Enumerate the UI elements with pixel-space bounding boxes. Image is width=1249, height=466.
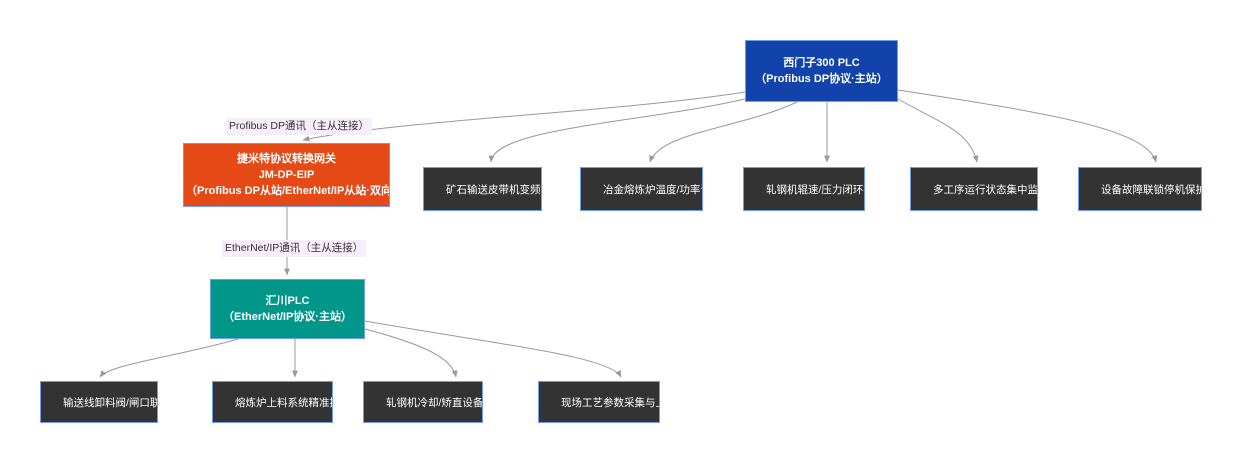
dp-device-label: 冶金熔炼炉温度/功率调节 <box>603 183 702 196</box>
node-inovance-subtitle: （EtherNet/IP协议·主站） <box>223 311 352 323</box>
node-gateway: 捷米特协议转换网关 JM-DP-EIP （Profibus DP从站/Ether… <box>183 143 390 207</box>
node-eip-device: 输送线卸料阀/闸口联动 <box>40 381 158 423</box>
edge-siemens-to-dp-device-1 <box>488 98 746 163</box>
node-dp-device: 多工序运行状态集中监控 <box>910 167 1038 211</box>
node-siemens-plc: 西门子300 PLC （Profibus DP协议·主站） <box>745 40 898 102</box>
node-eip-device: 现场工艺参数采集与上传 <box>538 381 660 423</box>
node-dp-device: 矿石输送皮带机变频控制 <box>423 167 542 211</box>
dp-device-label: 设备故障联锁停机保护 <box>1101 183 1202 196</box>
node-dp-device: 设备故障联锁停机保护 <box>1078 167 1202 211</box>
dp-device-label: 轧钢机辊速/压力闭环控制 <box>766 183 864 196</box>
node-inovance-plc: 汇川PLC （EtherNet/IP协议·主站） <box>210 279 365 339</box>
edge-inovance-to-eip-device-4 <box>364 320 622 378</box>
node-gateway-model: JM-DP-EIP <box>258 169 315 181</box>
eip-device-label: 轧钢机冷却/矫直设备驱动 <box>386 396 483 409</box>
edge-inovance-to-eip-device-3 <box>364 328 458 378</box>
node-inovance-title: 汇川PLC <box>265 295 310 307</box>
node-dp-device: 冶金熔炼炉温度/功率调节 <box>580 167 703 211</box>
node-siemens-subtitle: （Profibus DP协议·主站） <box>755 73 888 85</box>
node-eip-device: 轧钢机冷却/矫直设备驱动 <box>363 381 483 423</box>
dp-device-label: 多工序运行状态集中监控 <box>933 183 1038 196</box>
edge-siemens-to-dp-device-4 <box>897 98 979 163</box>
eip-device-label: 现场工艺参数采集与上传 <box>561 396 659 409</box>
edge-inovance-to-eip-device-1 <box>99 338 239 378</box>
edge-siemens-to-dp-device-2 <box>649 101 798 163</box>
node-dp-device: 轧钢机辊速/压力闭环控制 <box>743 167 865 211</box>
edge-label-ethernet: EtherNet/IP通讯（主从连接） <box>222 240 367 257</box>
edge-label-profibus: Profibus DP通讯（主从连接） <box>226 118 373 135</box>
node-siemens-title: 西门子300 PLC <box>783 57 860 69</box>
node-gateway-subtitle: （Profibus DP从站/EtherNet/IP从站·双向透传） <box>186 185 390 197</box>
edge-siemens-to-dp-device-5 <box>897 89 1158 163</box>
eip-device-label: 熔炼炉上料系统精准控制 <box>235 396 332 409</box>
dp-device-label: 矿石输送皮带机变频控制 <box>446 183 541 196</box>
node-eip-device: 熔炼炉上料系统精准控制 <box>212 381 333 423</box>
eip-device-label: 输送线卸料阀/闸口联动 <box>63 396 157 409</box>
node-gateway-title: 捷米特协议转换网关 <box>237 153 336 165</box>
